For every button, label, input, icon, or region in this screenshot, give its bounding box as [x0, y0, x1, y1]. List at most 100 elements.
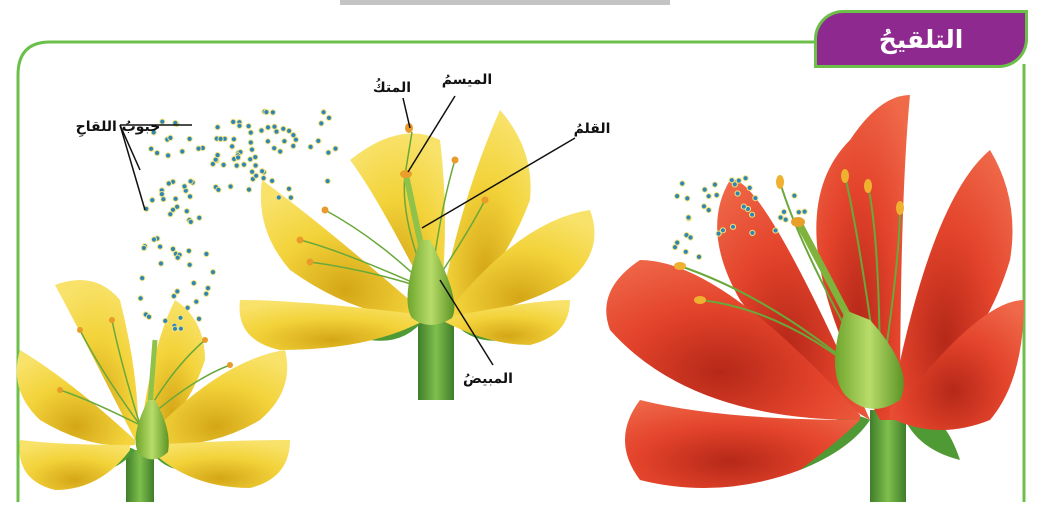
title-tab: التلقيحُ — [817, 13, 1025, 65]
pollen-grain — [326, 115, 331, 120]
pollen-grain — [291, 143, 296, 148]
pollen-grain — [319, 121, 324, 126]
pollen-grain — [743, 176, 748, 181]
pollen-grain — [712, 182, 717, 187]
pollen-grain — [155, 150, 160, 155]
pollen-grain — [802, 209, 807, 214]
pollen-grain — [747, 185, 752, 190]
pollen-grain — [175, 255, 180, 260]
pollen-grain — [254, 173, 259, 178]
pollen-grain — [253, 155, 258, 160]
pollen-grain — [187, 262, 192, 267]
pollen-grain — [730, 224, 735, 229]
pollen-grain — [792, 193, 797, 198]
pollen-grain — [196, 146, 201, 151]
yellow-flower-center — [240, 110, 595, 400]
pollen-grain — [272, 146, 277, 151]
pollen-grain — [236, 155, 241, 160]
pollen-grain — [321, 110, 326, 115]
pollen-grain — [231, 119, 236, 124]
pollen-grain — [205, 286, 210, 291]
pollen-grain — [182, 184, 187, 189]
pollen-grain — [180, 149, 185, 154]
pollen-grain — [186, 248, 191, 253]
pollen-grain — [750, 230, 755, 235]
pollen-grain — [333, 146, 338, 151]
pollen-grain — [281, 126, 286, 131]
pollen-grain — [753, 196, 758, 201]
pollen-grain — [248, 140, 253, 145]
pollen-grain — [197, 215, 202, 220]
pollen-grain — [204, 291, 209, 296]
pollen-grain — [248, 130, 253, 135]
pollen-grain — [701, 204, 706, 209]
red-flower-stem — [870, 410, 906, 502]
pollen-grain — [741, 204, 746, 209]
label-pollen: حبوبُ اللقاحِ — [76, 119, 161, 137]
pollen-grain — [221, 162, 226, 167]
pollen-grain — [735, 191, 740, 196]
pollen-grain — [215, 153, 220, 158]
cropped-text-line — [340, 0, 670, 5]
center-flower-stem — [418, 320, 454, 400]
pollen-grain — [680, 181, 685, 186]
red-flower — [606, 95, 1024, 502]
pollen-grain — [736, 178, 741, 183]
pollen-grain — [282, 139, 287, 144]
pollen-grain — [158, 244, 163, 249]
pollen-grain — [185, 305, 190, 310]
pollen-grain — [702, 187, 707, 192]
pollen-grain — [216, 187, 221, 192]
pollen-grain — [685, 196, 690, 201]
pollen-grain — [686, 215, 691, 220]
pollen-grain — [230, 144, 235, 149]
pollen-grain — [716, 231, 721, 236]
pollen-grain — [140, 276, 145, 281]
pollen-grain — [783, 217, 788, 222]
pollen-grain — [688, 235, 693, 240]
pollen-grain — [270, 178, 275, 183]
pollen-grain — [287, 128, 292, 133]
pollen-grain — [138, 296, 143, 301]
pollen-grain — [141, 245, 146, 250]
pollen-grain — [188, 219, 193, 224]
pollen-grain — [166, 181, 171, 186]
pollen-grain — [210, 270, 215, 275]
pollen-grain — [246, 187, 251, 192]
pollen-grain — [264, 110, 269, 115]
leader-pollen-line — [120, 125, 145, 210]
pollen-grain — [173, 196, 178, 201]
pollen-grain — [308, 144, 313, 149]
pollen-grain — [178, 315, 183, 320]
pollen-grain — [796, 210, 801, 215]
pollen-grain — [272, 124, 277, 129]
pollen-grain — [187, 194, 192, 199]
red-flower-stigma — [791, 217, 805, 227]
pollen-grain — [714, 193, 719, 198]
pollen-grain — [246, 124, 251, 129]
pollen-grain — [265, 125, 270, 130]
pollen-grain — [260, 169, 265, 174]
pollen-grain — [261, 176, 266, 181]
pollen-grain — [276, 195, 281, 200]
pollen-grain — [218, 136, 223, 141]
pollen-grain — [259, 128, 264, 133]
pollen-grain — [187, 136, 192, 141]
pollen-grain — [146, 314, 151, 319]
pollen-grain — [316, 138, 321, 143]
pollen-grain — [288, 195, 293, 200]
center-flower-stigma — [400, 170, 412, 178]
pollen-grain — [237, 123, 242, 128]
pollen-grain — [675, 240, 680, 245]
label-anther: المتكُ — [373, 78, 411, 96]
pollen-grain — [172, 326, 177, 331]
pollen-grain — [234, 163, 239, 168]
pollen-grain — [706, 208, 711, 213]
pollen-grain — [683, 249, 688, 254]
pollen-grain — [149, 146, 154, 151]
pollen-grain — [161, 197, 166, 202]
pollen-grain — [163, 318, 168, 323]
pollen-grain — [158, 261, 163, 266]
leader-anther-line — [403, 98, 410, 128]
